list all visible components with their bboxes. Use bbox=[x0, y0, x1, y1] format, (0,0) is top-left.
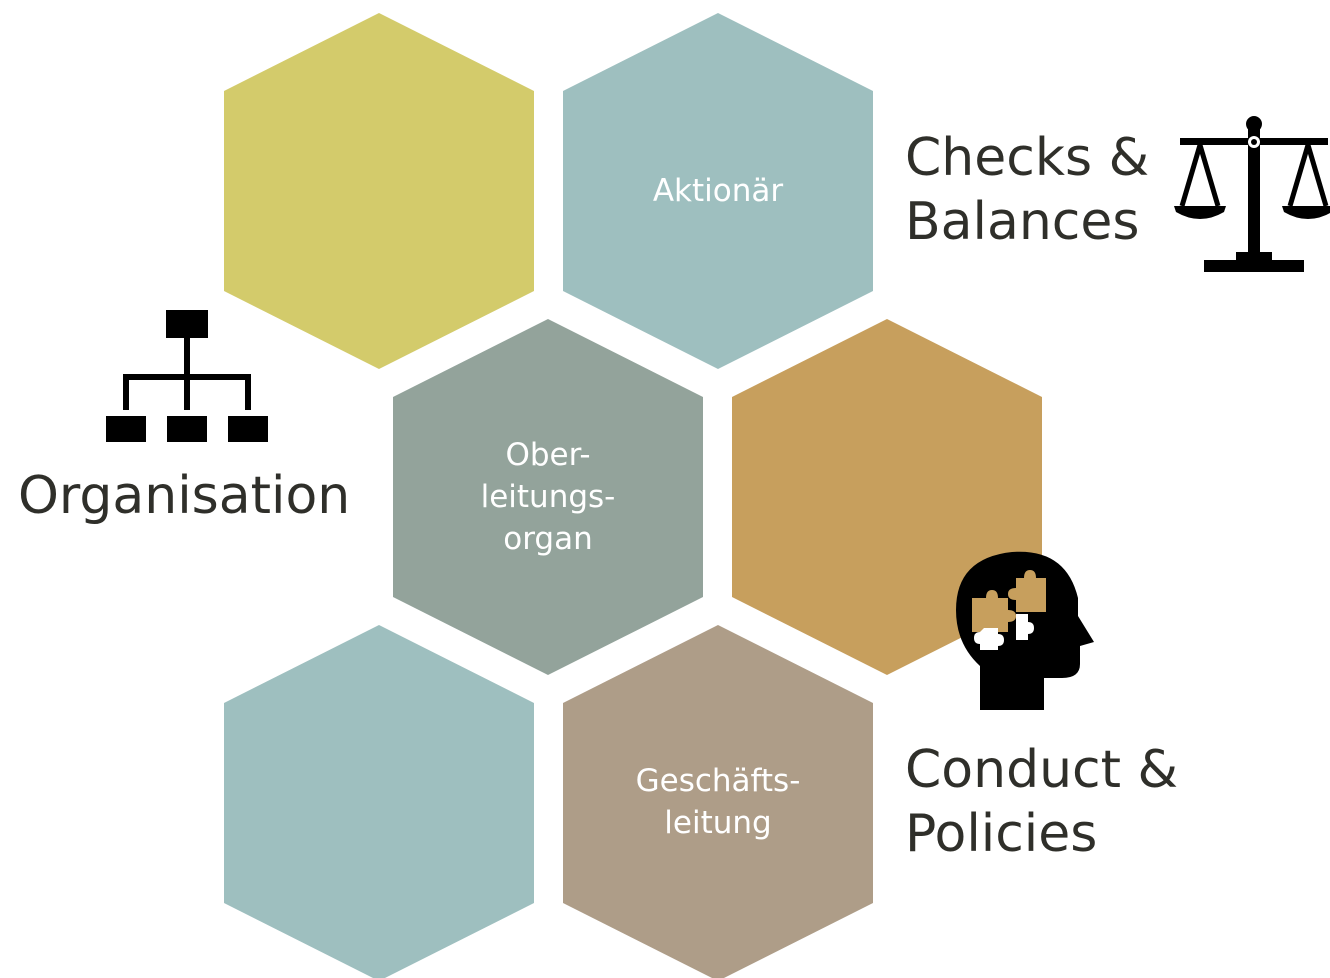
checks-balances-line2: Balances bbox=[905, 192, 1140, 252]
hex-bottom-left bbox=[224, 625, 534, 978]
hex-label-aktionaer: Aktionär bbox=[652, 173, 784, 209]
conduct-policies-line2: Policies bbox=[905, 804, 1098, 864]
scales-icon bbox=[1174, 116, 1330, 272]
head-puzzle-icon bbox=[956, 551, 1094, 710]
hex-middle-left bbox=[393, 319, 703, 675]
hex-label-oberleitungsorgan: Ober- leitungs- organ bbox=[480, 437, 616, 557]
checks-balances-label: Checks & Balances bbox=[905, 126, 1149, 254]
organisation-text: Organisation bbox=[18, 466, 351, 526]
hex-label-geschaeftsleitung: Geschäfts- leitung bbox=[635, 763, 801, 841]
conduct-policies-label: Conduct & Policies bbox=[905, 738, 1178, 866]
hex-top-right bbox=[563, 13, 873, 369]
hex-bottom-right bbox=[563, 625, 873, 978]
hex-top-left bbox=[224, 13, 534, 369]
checks-balances-line1: Checks & bbox=[905, 128, 1150, 188]
org-chart-icon bbox=[106, 310, 268, 442]
organisation-label: Organisation bbox=[18, 464, 350, 528]
conduct-policies-line1: Conduct & bbox=[905, 740, 1179, 800]
